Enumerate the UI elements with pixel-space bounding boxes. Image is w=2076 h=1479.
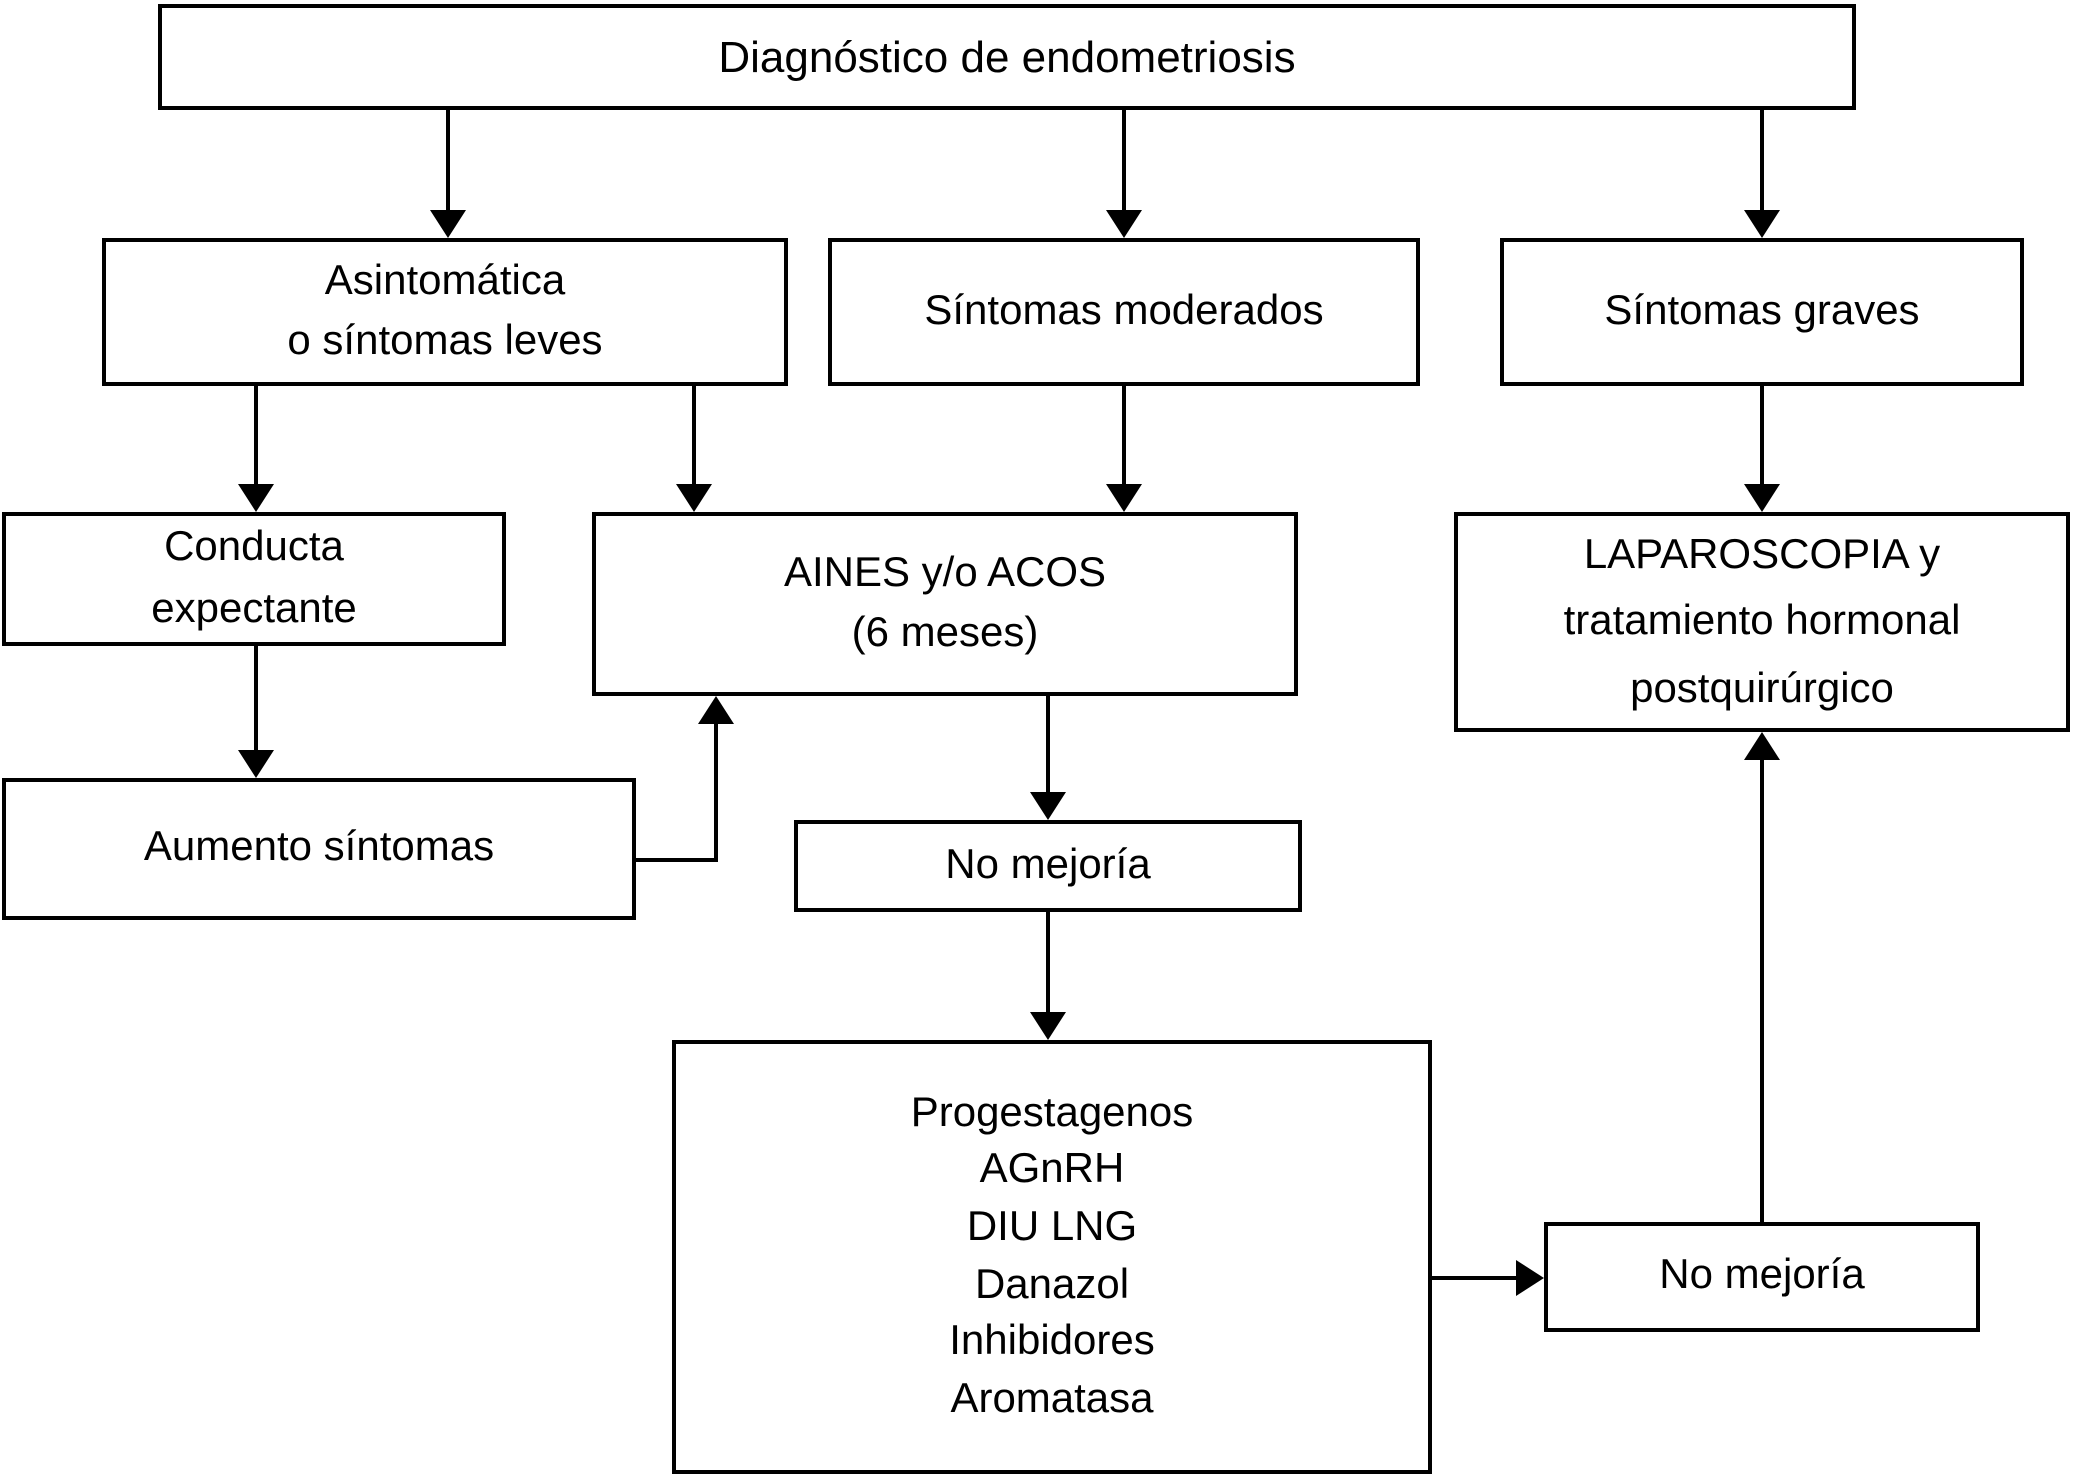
arrowhead-aines-nomejoria1 (1030, 792, 1066, 820)
node-sintomas-moderados-label: Síntomas moderados (924, 287, 1324, 334)
arrowhead-diagnostico-asintomatica (429, 210, 465, 238)
node-laparoscopia: LAPAROSCOPIA y tratamiento hormonal post… (1454, 512, 2070, 732)
connector-diagnostico-moderados (1121, 110, 1125, 212)
node-tratamientos: Progestagenos AGnRH DIU LNG Danazol Inhi… (672, 1040, 1432, 1474)
node-aines-acos: AINES y/o ACOS (6 meses) (592, 512, 1298, 696)
node-sintomas-moderados: Síntomas moderados (828, 238, 1420, 386)
arrowhead-conducta-aumento (237, 750, 273, 778)
node-diagnostico-label: Diagnóstico de endometriosis (718, 31, 1296, 82)
node-conducta-expectante: Conducta expectante (2, 512, 506, 646)
connector-nomejoria1-tratamientos (1046, 912, 1050, 1012)
arrowhead-asintomatica-conducta (237, 484, 273, 512)
node-conducta-expectante-label: Conducta expectante (151, 524, 357, 631)
node-no-mejoria-1-label: No mejoría (945, 841, 1151, 888)
node-no-mejoria-1: No mejoría (794, 820, 1302, 912)
connector-aumento-aines-horizontal (636, 858, 717, 862)
arrowhead-moderados-aines (1105, 484, 1141, 512)
node-no-mejoria-2-label: No mejoría (1659, 1252, 1865, 1299)
node-laparoscopia-label: LAPAROSCOPIA y tratamiento hormonal post… (1563, 531, 1961, 712)
arrowhead-asintomatica-aines (675, 484, 711, 512)
connector-tratamientos-nomejoria2 (1432, 1276, 1520, 1280)
node-no-mejoria-2: No mejoría (1544, 1222, 1980, 1332)
node-diagnostico: Diagnóstico de endometriosis (158, 4, 1856, 110)
arrowhead-aumento-aines (697, 696, 733, 724)
connector-nomejoria2-laparoscopia (1760, 760, 1764, 1222)
connector-asintomatica-conducta (253, 386, 257, 484)
node-asintomatica-label: Asintomática o síntomas leves (287, 257, 603, 364)
connector-aines-nomejoria1 (1046, 696, 1050, 792)
node-tratamientos-label: Progestagenos AGnRH DIU LNG Danazol Inhi… (910, 1089, 1194, 1422)
connector-moderados-aines (1121, 386, 1125, 484)
node-aumento-sintomas: Aumento síntomas (2, 778, 636, 920)
connector-diagnostico-asintomatica (445, 110, 449, 212)
connector-aumento-aines-vertical (713, 724, 717, 862)
node-sintomas-graves: Síntomas graves (1500, 238, 2024, 386)
node-asintomatica: Asintomática o síntomas leves (102, 238, 788, 386)
connector-conducta-aumento (253, 646, 257, 750)
arrowhead-nomejoria1-tratamientos (1030, 1012, 1066, 1040)
arrowhead-diagnostico-moderados (1105, 210, 1141, 238)
arrowhead-diagnostico-graves (1744, 210, 1780, 238)
connector-diagnostico-graves (1760, 110, 1764, 212)
node-sintomas-graves-label: Síntomas graves (1604, 287, 1920, 334)
arrowhead-nomejoria2-laparoscopia (1744, 732, 1780, 760)
node-aines-acos-label: AINES y/o ACOS (6 meses) (783, 549, 1107, 656)
arrowhead-graves-laparoscopia (1744, 484, 1780, 512)
arrowhead-tratamientos-nomejoria2 (1516, 1260, 1544, 1296)
connector-graves-laparoscopia (1760, 386, 1764, 484)
connector-asintomatica-aines (691, 386, 695, 484)
node-aumento-sintomas-label: Aumento síntomas (143, 824, 495, 871)
